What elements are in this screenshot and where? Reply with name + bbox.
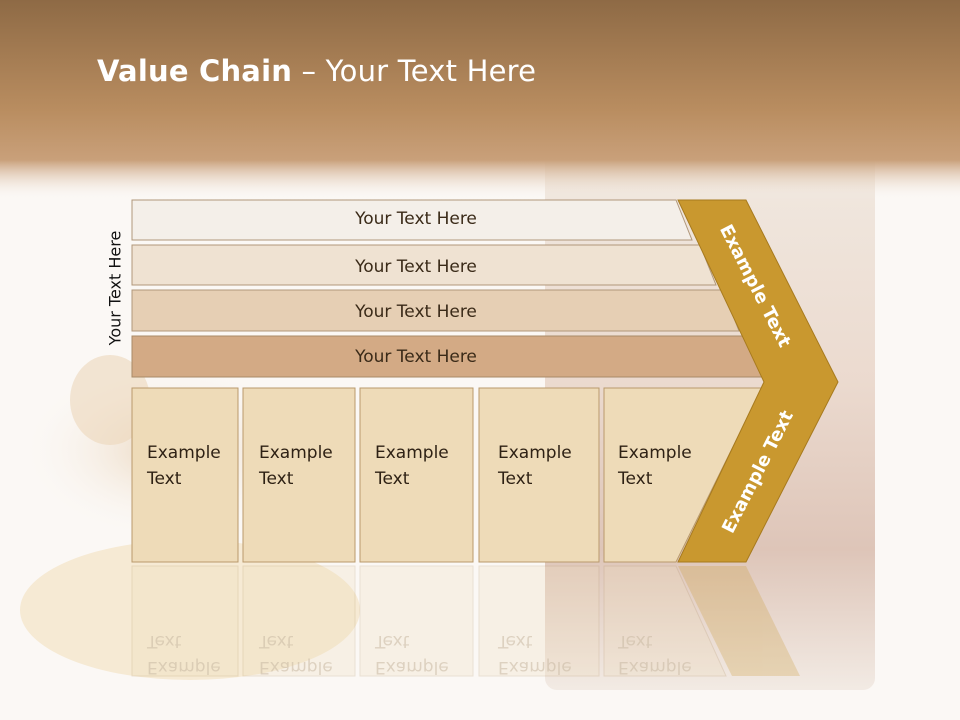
page-title: Value Chain – Your Text Here <box>97 54 537 88</box>
bar-4-label: Your Text Here <box>355 347 477 367</box>
bar-3 <box>131 289 740 332</box>
column-3 <box>359 387 474 563</box>
column-2 <box>242 387 356 563</box>
bar-1-label: Your Text Here <box>355 209 477 229</box>
column-5 <box>603 387 763 563</box>
chevron-arrow <box>677 199 839 563</box>
bar-2-label: Your Text Here <box>355 257 477 277</box>
reflection <box>131 565 800 677</box>
header-band <box>0 0 960 200</box>
bar-2 <box>131 244 717 286</box>
column-4 <box>478 387 600 563</box>
column-1 <box>131 387 239 563</box>
bar-3-label: Your Text Here <box>355 302 477 322</box>
bar-1 <box>131 199 693 241</box>
